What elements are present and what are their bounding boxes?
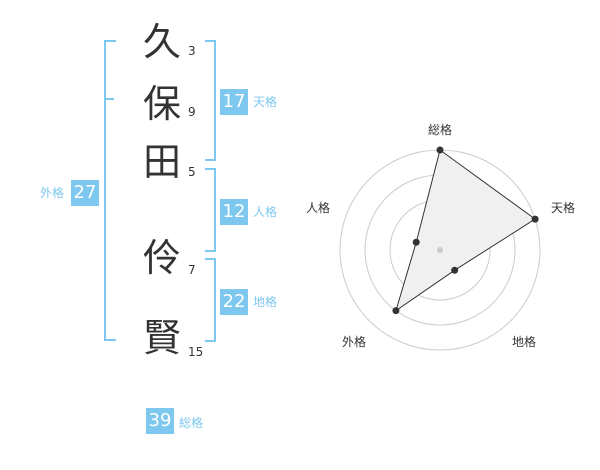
radar-axis-label-tenkaku: 天格: [551, 200, 575, 215]
tenkaku-label: 天格: [253, 95, 278, 109]
gaikaku-bracket-tick: [104, 98, 114, 100]
radar-center-dot: [437, 247, 443, 253]
soukaku-value: 39: [146, 408, 174, 434]
radar-axis-label-jinkaku: 人格: [306, 200, 330, 215]
gaikaku-value: 27: [71, 180, 99, 206]
radar-point: [412, 238, 420, 246]
name-char-4: 伶: [142, 236, 181, 280]
radar-points: [392, 146, 539, 315]
radar-data-polygon: [395, 149, 536, 312]
stroke-count-4: 7: [188, 263, 196, 277]
tenkaku-bracket: [205, 40, 216, 161]
tenkaku-value: 17: [220, 89, 248, 115]
soukaku-label: 総格: [179, 416, 204, 430]
jinkaku-label: 人格: [253, 205, 278, 219]
radar-point: [392, 307, 400, 315]
name-char-1: 久: [142, 20, 181, 64]
radar-point: [531, 215, 539, 223]
name-char-5: 賢: [142, 316, 181, 360]
radar-point: [436, 146, 444, 154]
stroke-count-2: 9: [188, 105, 196, 119]
radar-point: [451, 266, 459, 274]
stroke-count-1: 3: [188, 44, 196, 58]
gaikaku-bracket: [104, 40, 116, 341]
name-char-2: 保: [142, 82, 181, 126]
radar-axis-label-soukaku: 総格: [428, 122, 452, 137]
chikaku-label: 地格: [253, 295, 278, 309]
jinkaku-value: 12: [220, 199, 248, 225]
chikaku-value: 22: [220, 289, 248, 315]
radar-axis-label-gaikaku: 外格: [342, 334, 366, 349]
jinkaku-bracket: [205, 168, 216, 252]
name-char-3: 田: [142, 140, 181, 184]
chikaku-bracket: [205, 258, 216, 342]
gaikaku-label: 外格: [40, 186, 65, 200]
stroke-count-5: 15: [188, 345, 204, 359]
radar-axis-label-chikaku: 地格: [512, 334, 536, 349]
stroke-count-3: 5: [188, 165, 196, 179]
